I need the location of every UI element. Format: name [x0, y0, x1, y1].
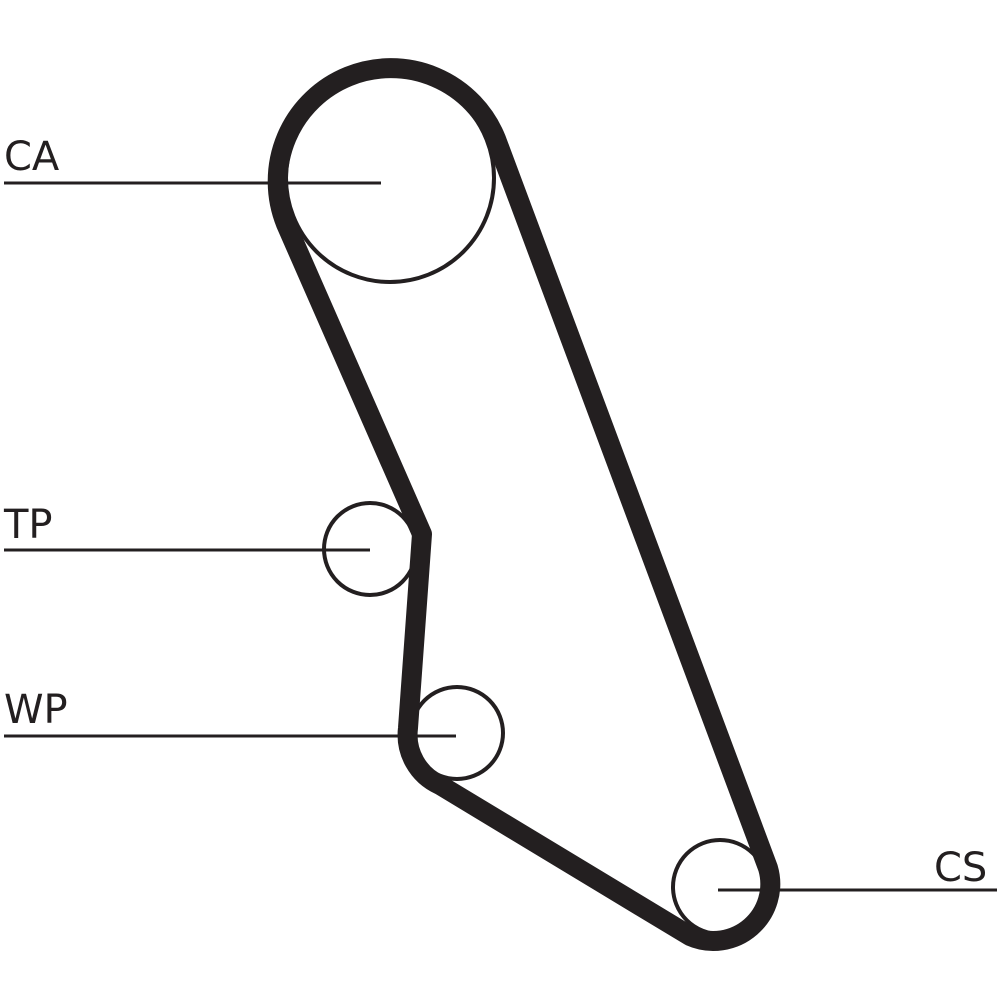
tensioner-label: TP [4, 502, 53, 548]
water-pump-label: WP [4, 687, 68, 733]
timing-belt [267, 58, 781, 951]
crankshaft-label: CS [934, 845, 988, 891]
camshaft-label: CA [4, 134, 60, 180]
